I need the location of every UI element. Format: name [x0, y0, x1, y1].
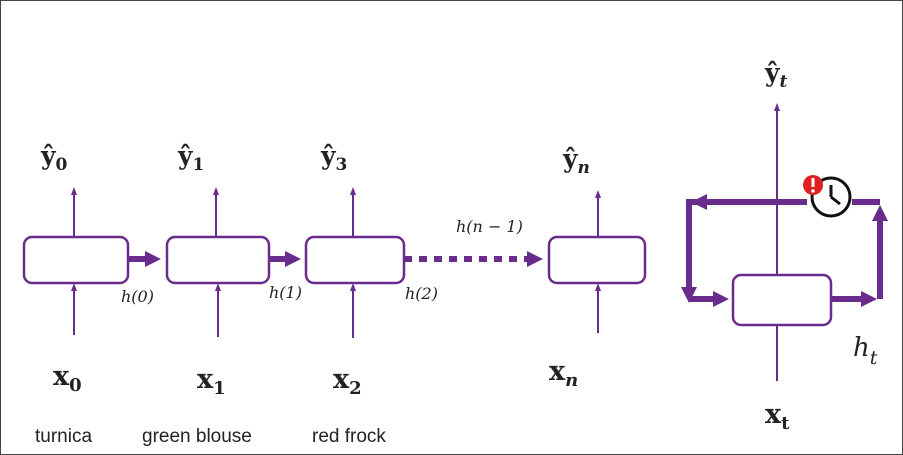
hidden-label-2: h(2)	[405, 284, 438, 303]
word-label-0: turnica	[35, 426, 92, 447]
hidden-label-1: h(1)	[269, 283, 302, 302]
rolled-hidden-label: ht	[853, 333, 878, 369]
output-label-0: ŷ0	[40, 141, 68, 175]
input-label-0: x0	[53, 361, 82, 396]
rnn-cell-2	[304, 235, 406, 285]
rnn-cell-n	[547, 235, 647, 285]
hidden-label-n-minus-1: h(n − 1)	[456, 217, 523, 236]
rolled-rnn-cell	[731, 273, 833, 327]
output-label-2: ŷ3	[320, 141, 347, 175]
word-label-2: red frock	[312, 426, 386, 447]
hidden-label-0: h(0)	[121, 287, 154, 306]
rnn-cell-1	[165, 235, 271, 285]
output-label-1: ŷ1	[177, 141, 204, 175]
input-label-1: x1	[197, 364, 226, 399]
rolled-input-label: xt	[765, 399, 790, 434]
output-label-n: ŷn	[562, 144, 590, 178]
rnn-cell-0	[22, 235, 130, 285]
input-label-n: xn	[549, 356, 578, 391]
word-label-1: green blouse	[142, 426, 252, 447]
rolled-output-label: ŷt	[764, 58, 788, 92]
delayed-clock-icon	[803, 175, 852, 218]
input-label-2: x2	[333, 364, 362, 399]
